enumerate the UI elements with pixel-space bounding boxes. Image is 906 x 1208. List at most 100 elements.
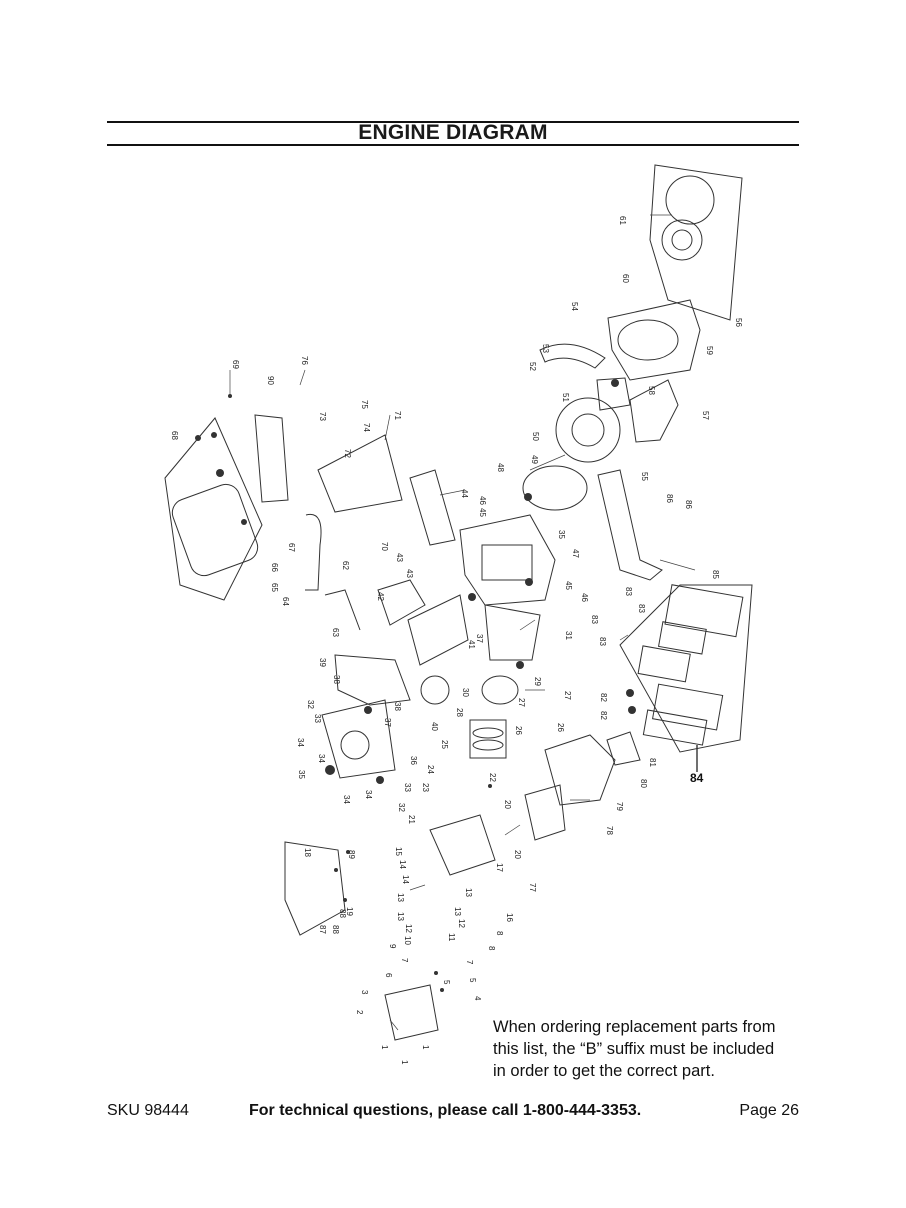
- intake-manifold-part: [524, 784, 566, 841]
- callout-number: 43: [395, 553, 404, 562]
- governor-arm-group-outline: [409, 469, 456, 546]
- callout-number: 64: [281, 597, 290, 606]
- cylinder-head-part: [429, 814, 496, 876]
- plate-part: [539, 343, 606, 369]
- callout-number: 68: [170, 431, 179, 440]
- ordering-note-line: in order to get the correct part.: [493, 1062, 715, 1080]
- ordering-note-line: When ordering replacement parts from: [493, 1018, 776, 1036]
- callout-number: 85: [711, 570, 720, 579]
- callout-number: 83: [624, 587, 633, 596]
- callout-number: 24: [426, 765, 435, 774]
- callout-number: 83: [598, 637, 607, 646]
- page-title: ENGINE DIAGRAM: [358, 121, 548, 144]
- callout-number: 40: [430, 722, 439, 731]
- callout-number: 26: [556, 723, 565, 732]
- callout-number: 86: [684, 500, 693, 509]
- piston-rings-group-outline: [469, 719, 507, 759]
- callout-number: 45: [478, 508, 487, 517]
- callout-number: 49: [530, 455, 539, 464]
- callout-number: 31: [564, 631, 573, 640]
- callout-number: 25: [440, 740, 449, 749]
- callout-number: 87: [318, 925, 327, 934]
- callout-number: 62: [341, 561, 350, 570]
- fuel-lever-part: [324, 589, 361, 631]
- callout-number: 33: [313, 714, 322, 723]
- callout-number: 53: [541, 344, 550, 353]
- heat-shield-part: [284, 841, 346, 936]
- callout-number: 80: [639, 779, 648, 788]
- callout-number: 17: [495, 863, 504, 872]
- callout-number: 37: [383, 718, 392, 727]
- gasket-part: [254, 414, 289, 503]
- callout-number: 66: [270, 563, 279, 572]
- callout-number: 34: [364, 790, 373, 799]
- callout-number: 46: [580, 593, 589, 602]
- callout-number: 82: [599, 711, 608, 720]
- callout-number: 61: [618, 216, 627, 225]
- footer-page-number: Page 26: [739, 1102, 799, 1119]
- callout-number: 13: [453, 907, 462, 916]
- callout-number: 52: [528, 362, 537, 371]
- callout-number: 13: [396, 912, 405, 921]
- callout-number: 5: [468, 978, 477, 983]
- callout-number: 86: [665, 494, 674, 503]
- callout-number: 14: [398, 860, 407, 869]
- callout-number: 6: [384, 973, 393, 978]
- callout-number: 38: [332, 675, 341, 684]
- callout-number: 10: [403, 936, 412, 945]
- callout-number: 74: [362, 423, 371, 432]
- callout-number: 82: [599, 693, 608, 702]
- callout-number: 63: [331, 628, 340, 637]
- ordering-note-line: this list, the “B” suffix must be includ…: [493, 1040, 775, 1058]
- callout-number: 4: [473, 996, 482, 1001]
- callout-number: 57: [701, 411, 710, 420]
- callout-number: 12: [404, 924, 413, 933]
- callout-number: 90: [266, 376, 275, 385]
- callout-number: 3: [360, 990, 369, 995]
- crankcase-cover-part: [321, 699, 396, 779]
- callout-number: 37: [475, 634, 484, 643]
- callout-number: 8: [495, 931, 504, 936]
- carburetor-part: [544, 734, 616, 806]
- callout-number: 2: [355, 1010, 364, 1015]
- cylinder-block-part: [459, 514, 556, 606]
- callout-number: 15: [394, 847, 403, 856]
- callout-number: 22: [488, 773, 497, 782]
- callout-number: 72: [343, 449, 352, 458]
- callout-number: 42: [376, 592, 385, 601]
- callout-number: 13: [464, 888, 473, 897]
- callout-number: 32: [397, 803, 406, 812]
- callout-number: 77: [528, 883, 537, 892]
- callout-number: 36: [409, 756, 418, 765]
- ignition-coil-part: [596, 377, 631, 411]
- callout-number: 5: [442, 980, 451, 985]
- callout-number: 16: [505, 913, 514, 922]
- callout-number: 39: [318, 658, 327, 667]
- callout-number: 7: [400, 958, 409, 963]
- footer-sku: SKU 98444: [107, 1102, 189, 1119]
- callout-number: 35: [297, 770, 306, 779]
- callout-number: 73: [318, 412, 327, 421]
- flywheel-cover-part: [522, 465, 588, 511]
- recoil-starter-group-outline: [649, 164, 743, 321]
- callout-number: 33: [403, 783, 412, 792]
- flywheel-part: [555, 397, 621, 463]
- ordering-note: When ordering replacement parts from thi…: [493, 1016, 813, 1082]
- crankshaft-part: [407, 594, 469, 666]
- throttle-bracket-group-outline: [317, 434, 403, 513]
- callout-number: 46: [478, 496, 487, 505]
- callout-number: 28: [455, 708, 464, 717]
- crankcase-gasket-part: [334, 654, 411, 706]
- callout-number: 1: [421, 1045, 430, 1050]
- exhaust-bracket-part: [597, 469, 663, 581]
- callout-number: 83: [590, 615, 599, 624]
- blower-housing-part: [629, 379, 679, 443]
- callout-number: 34: [342, 795, 351, 804]
- callout-number: 44: [460, 489, 469, 498]
- callout-number: 67: [287, 543, 296, 552]
- callout-number: 56: [734, 318, 743, 327]
- callout-number: 27: [517, 698, 526, 707]
- callout-number: 88: [331, 925, 340, 934]
- callout-number: 27: [563, 691, 572, 700]
